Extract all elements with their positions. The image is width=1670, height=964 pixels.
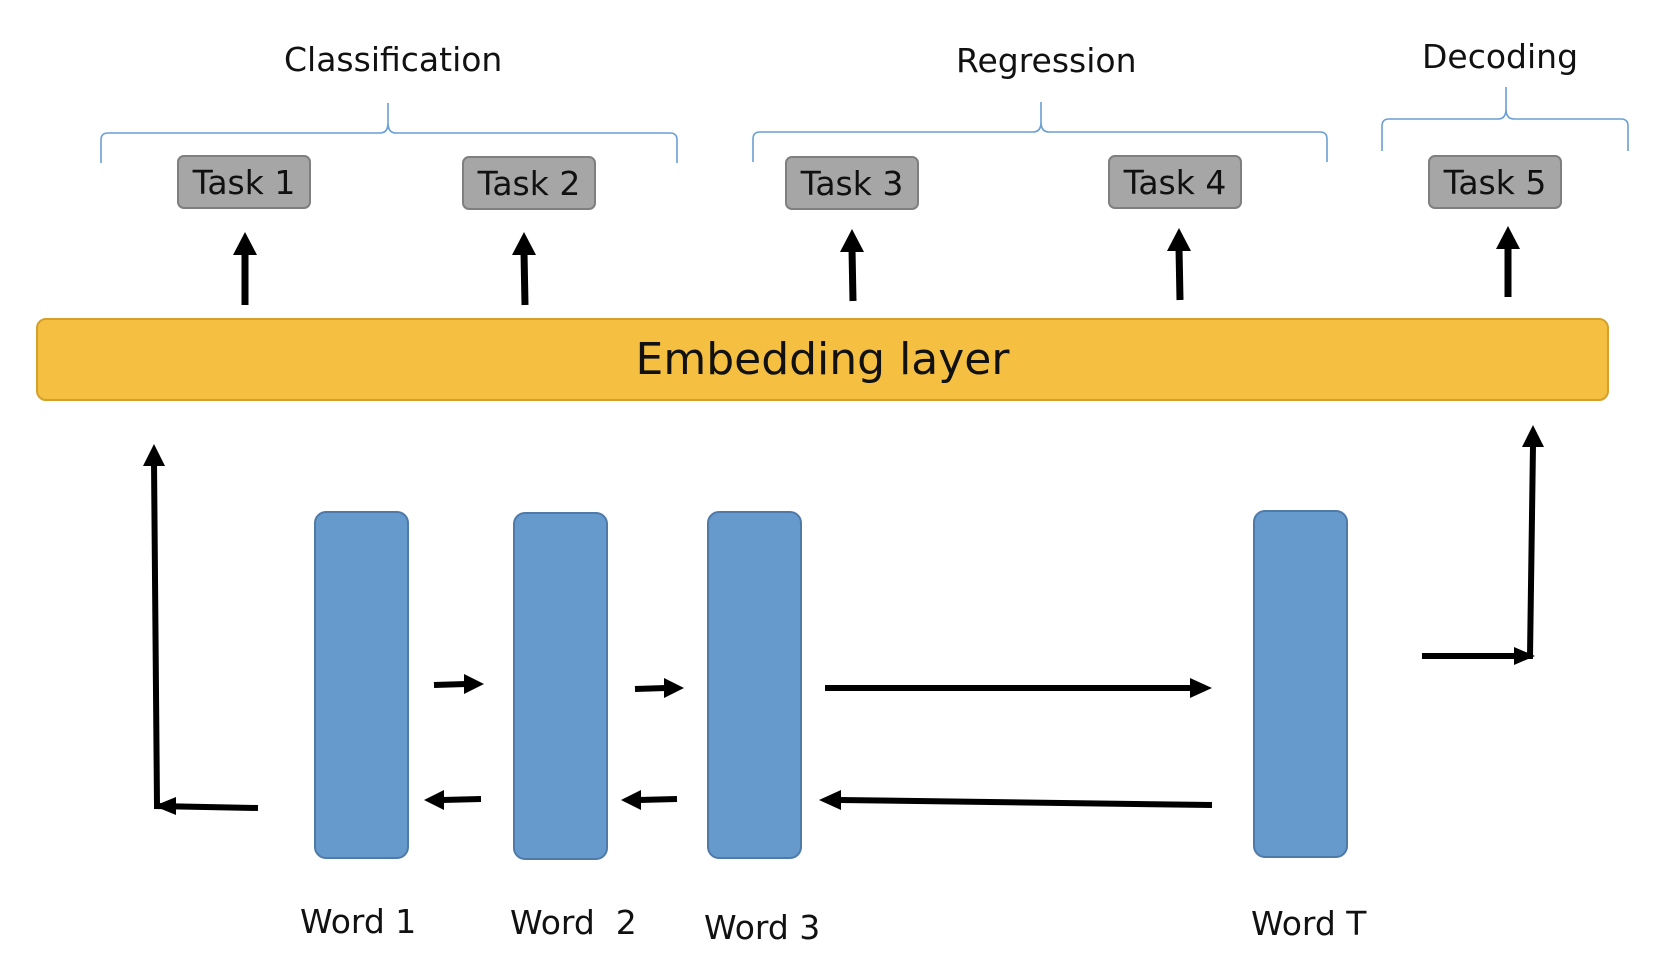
arrow-to-task-5 [1496,226,1520,297]
forward-output-path [1422,425,1544,665]
word-label-1: Word 1 [300,902,417,941]
task-label-3: Task 3 [800,163,904,203]
backward-output-path [143,444,259,815]
arrow-to-task-1 [233,232,257,305]
forward-arrow-1-2 [433,674,484,694]
backward-arrow-3-2 [621,790,678,810]
group-label-regression: Regression [956,41,1137,80]
word-label-2: Word 2 [510,903,637,942]
rnn-cell-word-2 [513,512,608,860]
backward-arrow-2-1 [424,790,482,810]
task-label-4: Task 4 [1123,162,1227,202]
embedding-layer-label: Embedding layer [635,334,1010,385]
forward-arrow-3-t [825,678,1212,698]
task-box-5: Task 5 [1428,155,1562,209]
group-label-decoding: Decoding [1422,37,1579,76]
task-box-4: Task 4 [1108,155,1242,209]
arrow-to-task-4 [1167,228,1191,301]
brace-regression [752,102,1328,162]
word-label-3: Word 3 [704,908,821,947]
embedding-layer: Embedding layer [36,318,1609,401]
forward-arrow-2-3 [634,678,684,698]
task-box-2: Task 2 [462,156,596,210]
rnn-cell-word-3 [707,511,802,859]
backward-arrow-t-3 [819,790,1213,810]
task-label-1: Task 1 [192,162,296,202]
task-label-2: Task 2 [477,163,581,203]
task-box-1: Task 1 [177,155,311,209]
group-label-classification: Classification [284,40,503,79]
arrow-to-task-3 [840,229,864,302]
task-label-5: Task 5 [1443,162,1547,202]
brace-classification [100,103,678,163]
arrow-to-task-2 [512,232,536,306]
rnn-cell-word-1 [314,511,409,859]
word-label-t: Word T [1251,904,1367,943]
task-box-3: Task 3 [785,156,919,210]
rnn-cell-word-t [1253,510,1348,858]
brace-decoding [1381,87,1629,151]
